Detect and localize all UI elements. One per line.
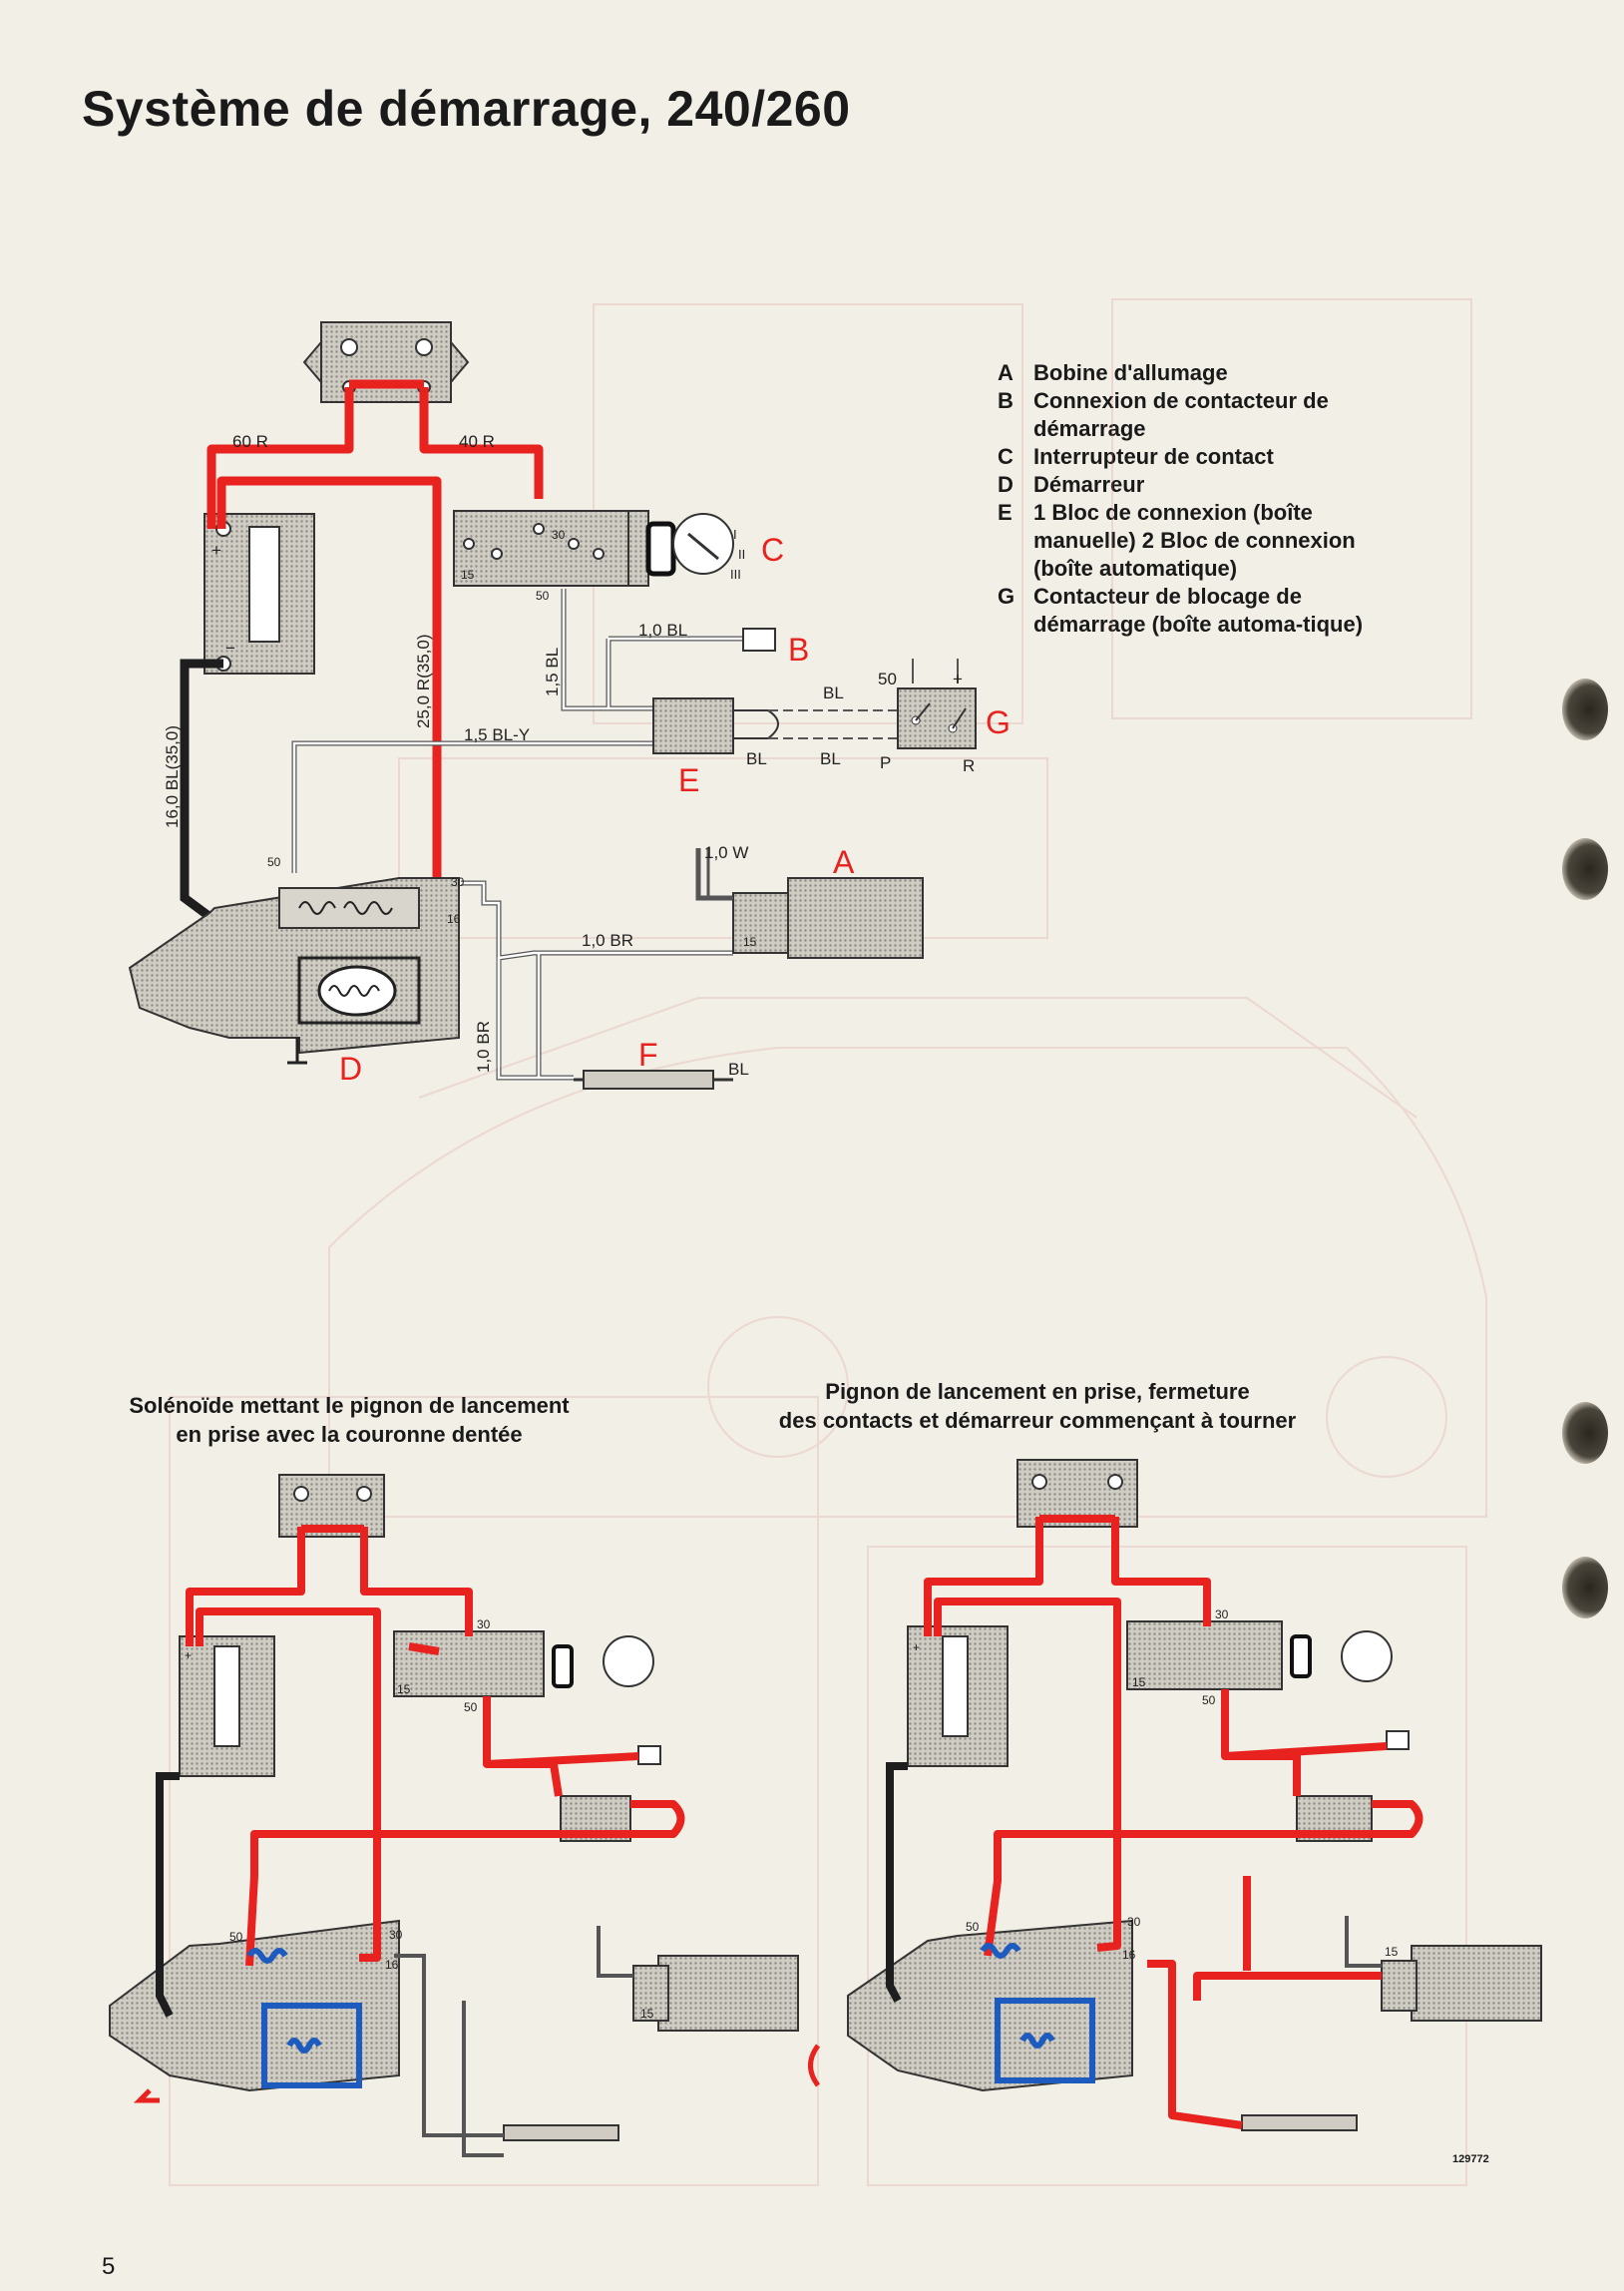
caption-left: Solénoïde mettant le pignon de lancement… bbox=[129, 1393, 570, 1447]
right-ignition-t30: 30 bbox=[1215, 1607, 1229, 1621]
ignition-t15: 15 bbox=[461, 568, 475, 582]
left-battery-plus: + bbox=[185, 1648, 192, 1662]
letter-f: F bbox=[638, 1037, 658, 1073]
wire-label-10w: 1,0 W bbox=[704, 843, 748, 862]
left-starter-t30: 30 bbox=[389, 1928, 403, 1942]
letter-b: B bbox=[788, 632, 809, 668]
page-title: Système de démarrage, 240/260 bbox=[82, 81, 851, 137]
letter-c: C bbox=[761, 532, 784, 568]
starter-t30: 30 bbox=[451, 875, 465, 889]
svg-text:II: II bbox=[738, 547, 745, 562]
binder-hole-3 bbox=[1562, 1402, 1608, 1464]
starter-motor-d bbox=[128, 877, 460, 1065]
connector-b bbox=[742, 628, 776, 652]
left-starter-t16: 16 bbox=[385, 1958, 399, 1972]
letter-g: G bbox=[986, 704, 1011, 740]
right-ignition-t15: 15 bbox=[1132, 1675, 1146, 1689]
wire-label-g-bl: BL bbox=[823, 684, 844, 702]
wire-label-15bl: 1,5 BL bbox=[543, 648, 562, 696]
wire-label-40r: 40 R bbox=[459, 432, 495, 451]
g-terminal-plus: + bbox=[953, 670, 963, 688]
ignition-coil-a bbox=[706, 848, 924, 959]
svg-text:I: I bbox=[733, 527, 737, 542]
main-signal-wires-white bbox=[292, 589, 743, 1080]
right-starter-t16: 16 bbox=[1122, 1948, 1136, 1962]
wire-label-60r: 60 R bbox=[232, 432, 268, 451]
wire-label-250r: 25,0 R(35,0) bbox=[414, 635, 433, 729]
lockout-switch-g bbox=[897, 659, 977, 749]
wire-label-10br-v: 1,0 BR bbox=[474, 1021, 493, 1073]
resistor-f bbox=[574, 1070, 733, 1090]
left-ignition-t15: 15 bbox=[397, 1682, 411, 1696]
wire-label-e-bl1: BL bbox=[746, 749, 767, 768]
ignition-t30: 30 bbox=[552, 528, 566, 542]
g-terminal-50: 50 bbox=[878, 670, 897, 688]
wire-label-bl-f: BL bbox=[728, 1060, 749, 1079]
battery-plus-label: + bbox=[211, 541, 221, 560]
wire-label-15bly: 1,5 BL-Y bbox=[464, 725, 530, 744]
battery-minus-label: − bbox=[225, 639, 235, 658]
right-ignition-t50: 50 bbox=[1202, 1693, 1216, 1707]
right-starter-t50: 50 bbox=[966, 1920, 980, 1934]
letter-e: E bbox=[678, 762, 699, 798]
figure-number: 129772 bbox=[1452, 2153, 1489, 2165]
background-print-through bbox=[169, 298, 1487, 2186]
starter-t16: 16 bbox=[447, 912, 461, 926]
right-starter-t30: 30 bbox=[1127, 1915, 1141, 1929]
main-distribution-box bbox=[302, 321, 470, 403]
letter-d: D bbox=[339, 1051, 362, 1087]
left-ignition-t30: 30 bbox=[477, 1617, 491, 1631]
wire-label-e-bl2: BL bbox=[820, 749, 841, 768]
caption-right: Pignon de lancement en prise, fermeture … bbox=[778, 1379, 1297, 1433]
svg-text:III: III bbox=[730, 567, 741, 582]
wire-label-160bl: 16,0 BL(35,0) bbox=[163, 725, 182, 828]
starter-t50: 50 bbox=[267, 855, 281, 869]
ignition-t50: 50 bbox=[536, 589, 550, 603]
binder-hole-1 bbox=[1562, 679, 1608, 740]
wire-label-10bl: 1,0 BL bbox=[638, 621, 687, 640]
right-battery-plus: + bbox=[913, 1640, 920, 1654]
wire-label-10br-h: 1,0 BR bbox=[582, 931, 633, 950]
right-coil-t15: 15 bbox=[1385, 1945, 1399, 1959]
coil-t15: 15 bbox=[743, 935, 757, 949]
letter-a: A bbox=[833, 844, 855, 880]
binder-hole-4 bbox=[1562, 1557, 1608, 1618]
left-starter-t50: 50 bbox=[229, 1930, 243, 1944]
diagram-right: + 30 15 50 50 30 16 15 bbox=[847, 1459, 1542, 2131]
battery: + − bbox=[203, 513, 315, 675]
binder-hole-2 bbox=[1562, 838, 1608, 900]
diagram-left: + 30 15 50 50 30 16 15 bbox=[109, 1474, 821, 2157]
left-ignition-t50: 50 bbox=[464, 1700, 478, 1714]
ground-wire-black bbox=[180, 659, 223, 922]
wire-label-g-p: P bbox=[880, 753, 891, 772]
left-coil-t15: 15 bbox=[640, 2007, 654, 2021]
page-number: 5 bbox=[102, 2253, 116, 2280]
wire-label-g-r: R bbox=[963, 756, 975, 775]
connection-block-e bbox=[652, 697, 898, 754]
